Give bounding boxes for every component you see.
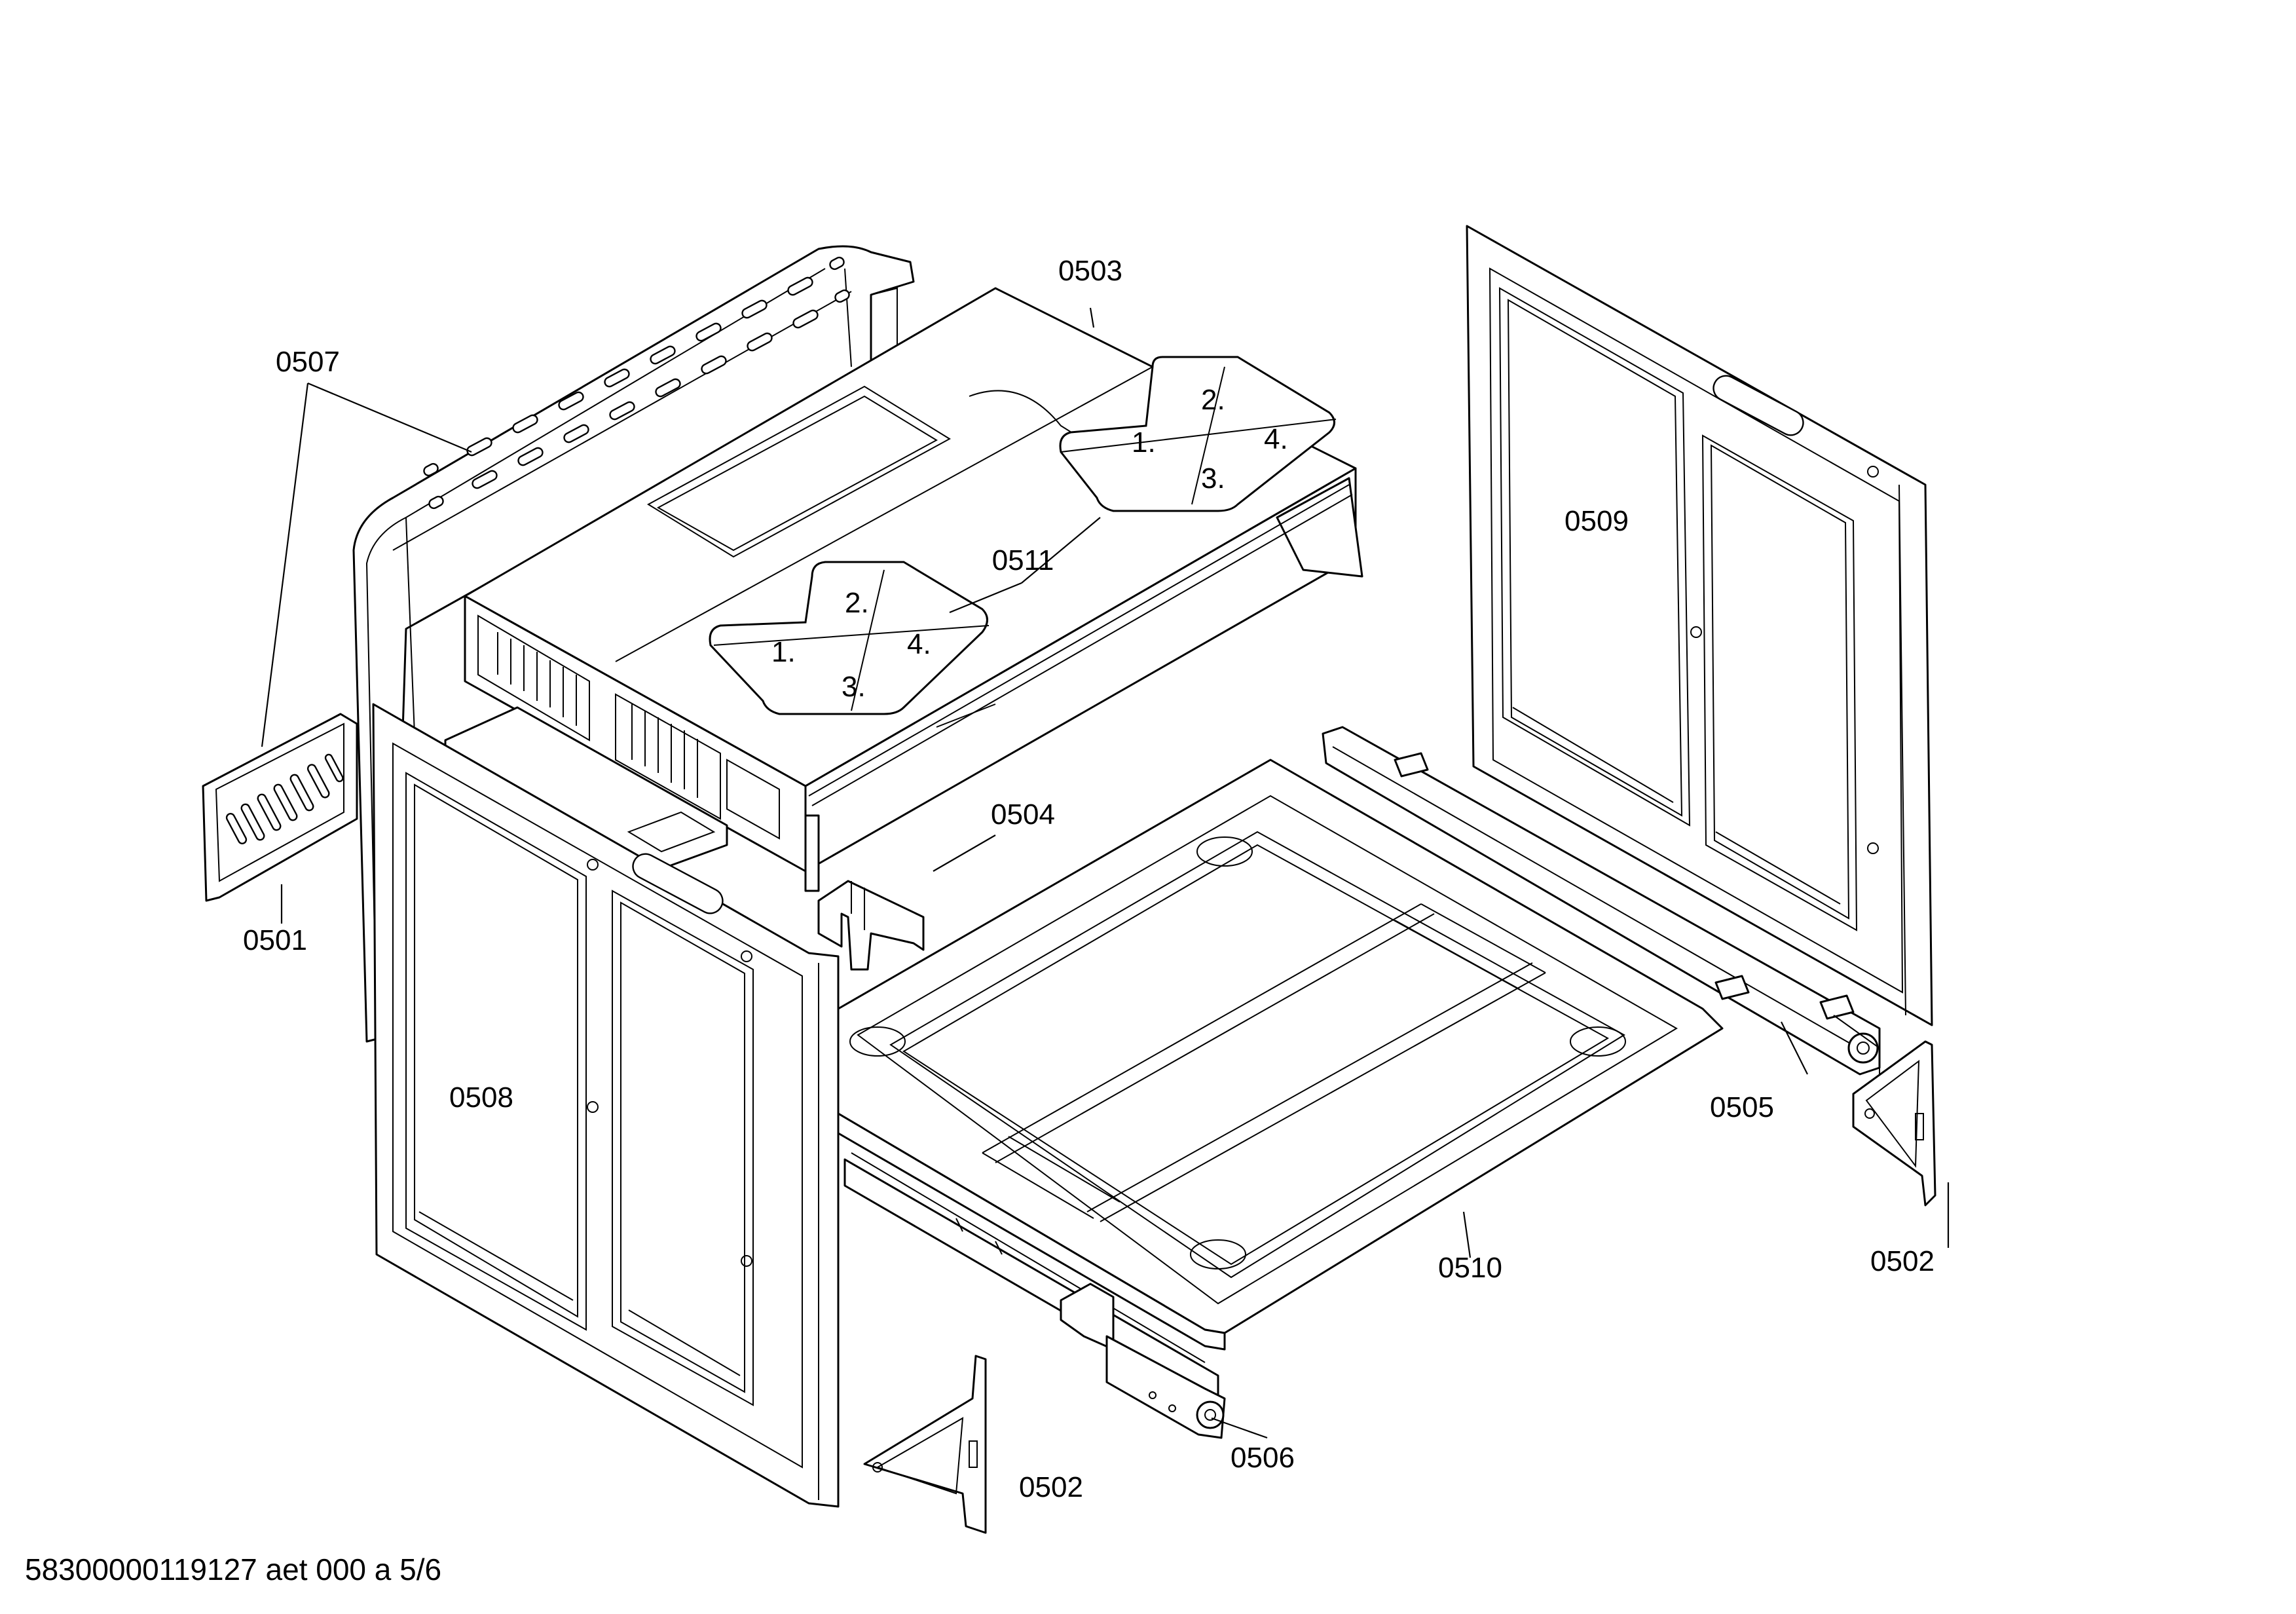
label-step-4: 4.	[907, 628, 931, 660]
part-number-0510: 0510	[1438, 1252, 1502, 1284]
part-0502-left-bracket	[863, 1355, 987, 1534]
part-number-0504: 0504	[991, 798, 1055, 831]
part-0504-bracket	[817, 880, 925, 971]
part-0503-top-cover	[464, 287, 1363, 892]
part-0502-right-bracket	[1852, 1040, 1936, 1207]
document-footer-code: 58300000119127 aet 000 a 5/6	[25, 1552, 441, 1586]
leader-lines	[261, 307, 1950, 1439]
top-cover-vent-grille	[477, 614, 780, 840]
part-0510-bottom-frame	[837, 759, 1724, 1383]
label-step-1: 1.	[771, 636, 796, 668]
part-0511-instruction-labels: 1. 2. 3. 4. 1. 2. 3. 4.	[709, 356, 1337, 715]
part-number-0501: 0501	[243, 924, 307, 956]
part-number-0503: 0503	[1058, 255, 1122, 287]
label-step-2: 2.	[845, 587, 869, 619]
rear-grille-slots	[225, 753, 344, 844]
part-number-0502-left: 0502	[1019, 1471, 1083, 1503]
part-0508-left-side-panel	[372, 703, 840, 1508]
label-step-4: 4.	[1264, 423, 1288, 455]
rear-housing-vent-slots	[421, 255, 850, 510]
part-0506-left-rail	[843, 1158, 1226, 1439]
part-number-0511: 0511	[992, 544, 1054, 576]
label-sticker-lower: 1. 2. 3. 4.	[709, 561, 990, 715]
label-step-1: 1.	[1132, 426, 1156, 459]
label-step-2: 2.	[1201, 384, 1225, 416]
part-0505-right-rail	[1322, 726, 1881, 1076]
part-0501-rear-grille	[202, 713, 358, 902]
label-sticker-upper: 1. 2. 3. 4.	[1059, 356, 1337, 512]
part-number-0502-right: 0502	[1870, 1245, 1935, 1277]
part-number-0507: 0507	[276, 346, 340, 378]
part-0509-right-side-panel	[1466, 225, 1933, 1026]
label-step-3: 3.	[1201, 462, 1225, 495]
part-number-0505: 0505	[1710, 1091, 1774, 1123]
part-number-0508: 0508	[449, 1081, 513, 1114]
label-step-3: 3.	[842, 671, 866, 703]
part-number-0506: 0506	[1231, 1442, 1295, 1474]
part-number-0509: 0509	[1565, 505, 1629, 537]
